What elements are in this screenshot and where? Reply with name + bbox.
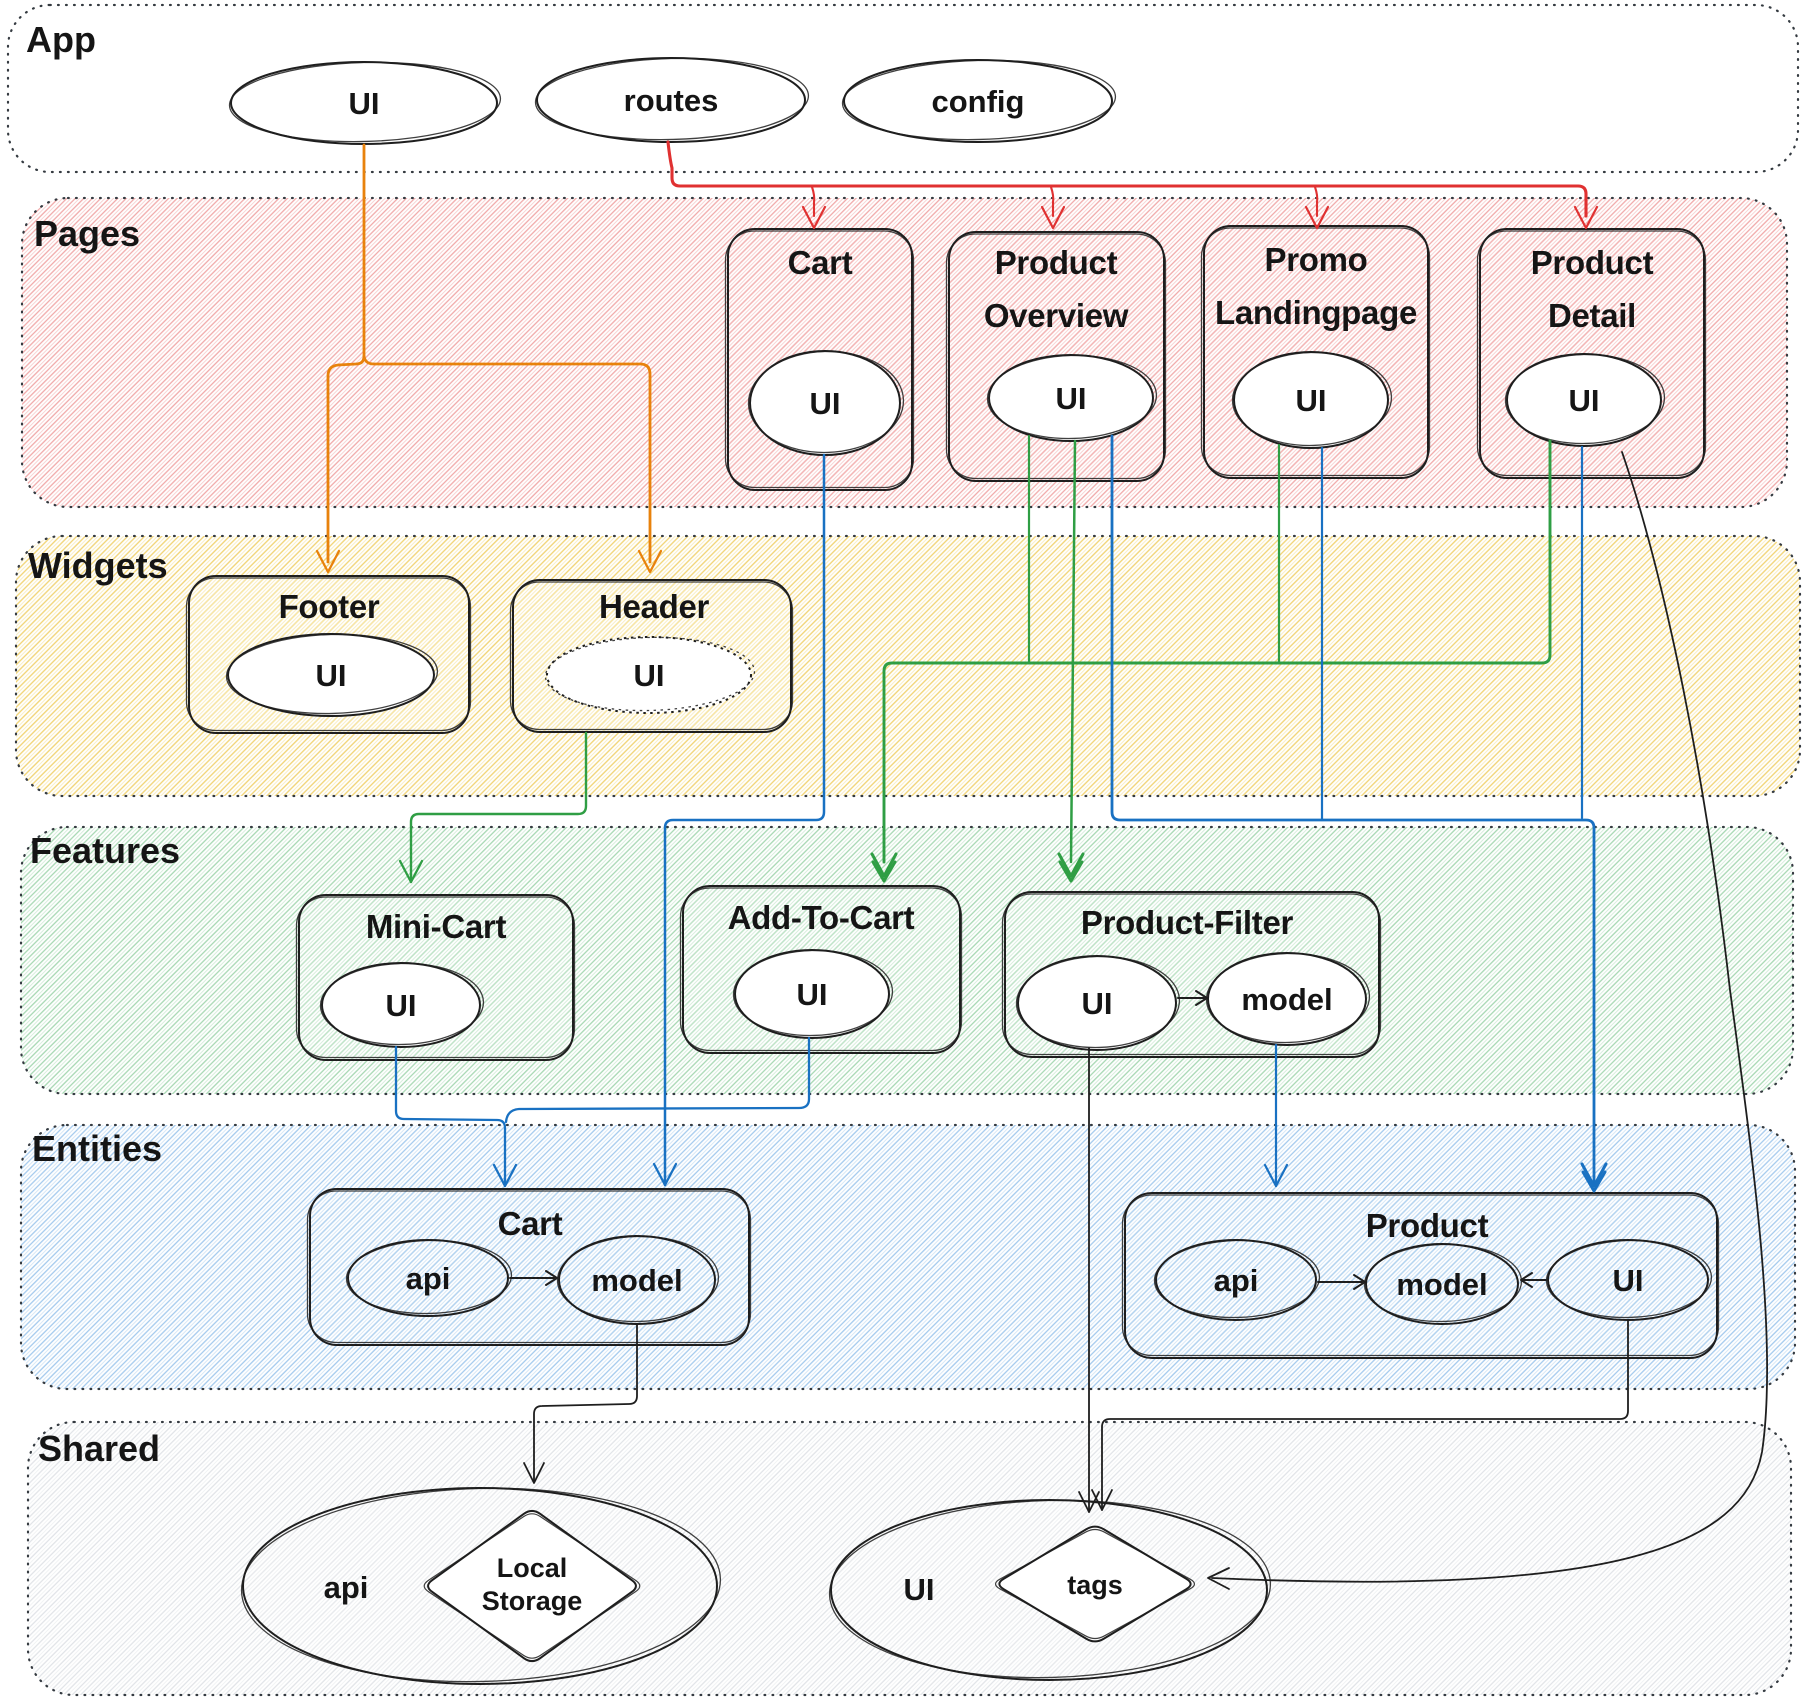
svg-text:UI: UI xyxy=(386,988,417,1023)
svg-text:Add-To-Cart: Add-To-Cart xyxy=(728,899,915,936)
svg-text:Features: Features xyxy=(30,830,180,871)
svg-text:model: model xyxy=(591,1263,682,1298)
svg-text:UI: UI xyxy=(316,658,347,693)
svg-text:Footer: Footer xyxy=(279,588,380,625)
svg-text:tags: tags xyxy=(1067,1570,1123,1600)
svg-text:Shared: Shared xyxy=(38,1428,160,1469)
svg-text:model: model xyxy=(1241,982,1332,1017)
svg-text:Product: Product xyxy=(995,244,1118,281)
svg-text:model: model xyxy=(1396,1267,1487,1302)
svg-text:App: App xyxy=(26,19,96,60)
svg-text:Cart: Cart xyxy=(788,244,853,281)
svg-text:Overview: Overview xyxy=(984,297,1129,334)
svg-text:UI: UI xyxy=(1569,383,1600,418)
svg-text:Widgets: Widgets xyxy=(28,545,168,586)
svg-text:Header: Header xyxy=(599,588,710,625)
svg-text:Promo: Promo xyxy=(1264,241,1367,278)
svg-text:UI: UI xyxy=(1613,1263,1644,1298)
svg-text:Landingpage: Landingpage xyxy=(1215,294,1417,331)
svg-text:UI: UI xyxy=(1296,383,1327,418)
svg-text:api: api xyxy=(1214,1263,1259,1298)
svg-text:Product: Product xyxy=(1531,244,1654,281)
svg-text:Cart: Cart xyxy=(498,1205,563,1242)
svg-text:Local: Local xyxy=(497,1553,568,1583)
svg-text:api: api xyxy=(324,1570,369,1605)
svg-text:UI: UI xyxy=(904,1572,935,1607)
svg-text:Entities: Entities xyxy=(32,1128,162,1169)
svg-text:Product: Product xyxy=(1366,1207,1489,1244)
svg-text:UI: UI xyxy=(634,658,665,693)
svg-text:UI: UI xyxy=(349,86,380,121)
svg-text:UI: UI xyxy=(810,386,841,421)
svg-text:UI: UI xyxy=(797,977,828,1012)
svg-text:UI: UI xyxy=(1056,381,1087,416)
svg-text:Detail: Detail xyxy=(1548,297,1636,334)
svg-text:Product-Filter: Product-Filter xyxy=(1081,904,1294,941)
svg-text:UI: UI xyxy=(1082,986,1113,1021)
svg-text:config: config xyxy=(932,84,1025,119)
svg-text:api: api xyxy=(406,1261,451,1296)
svg-text:Mini-Cart: Mini-Cart xyxy=(366,908,507,945)
svg-text:routes: routes xyxy=(624,83,719,118)
svg-text:Pages: Pages xyxy=(34,213,140,254)
svg-text:Storage: Storage xyxy=(482,1586,583,1616)
